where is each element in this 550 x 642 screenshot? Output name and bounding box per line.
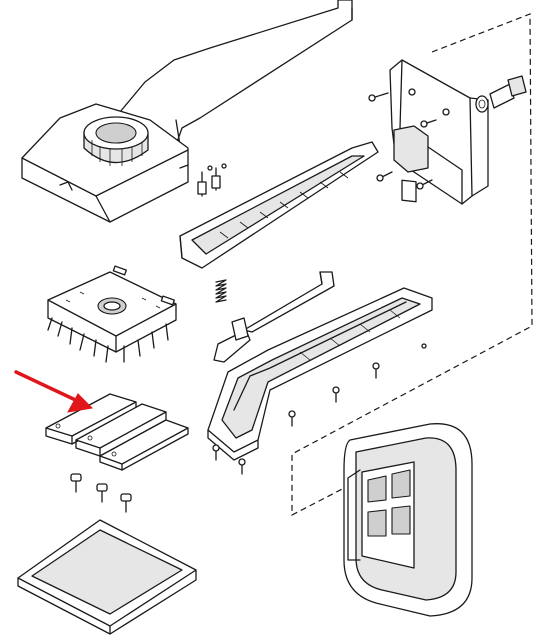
bolt-and-washer <box>475 75 527 113</box>
cap-knob <box>83 116 149 166</box>
tray <box>17 519 197 635</box>
dashed-leader-lines <box>291 13 533 516</box>
plate-pins <box>112 265 175 306</box>
bracket-screws <box>368 92 437 190</box>
spring <box>215 279 227 303</box>
frame-screws <box>212 343 427 475</box>
pad-strips <box>45 393 189 471</box>
lever-rod <box>213 271 335 363</box>
spiked-plate <box>47 271 177 363</box>
pad-screws <box>70 473 132 513</box>
upper-rail <box>179 141 379 269</box>
channel-frame <box>207 287 433 461</box>
red-pointer-arrow <box>14 370 94 413</box>
mounting-bracket <box>389 59 489 205</box>
switch-module <box>343 423 473 617</box>
small-screws-top <box>197 163 227 197</box>
